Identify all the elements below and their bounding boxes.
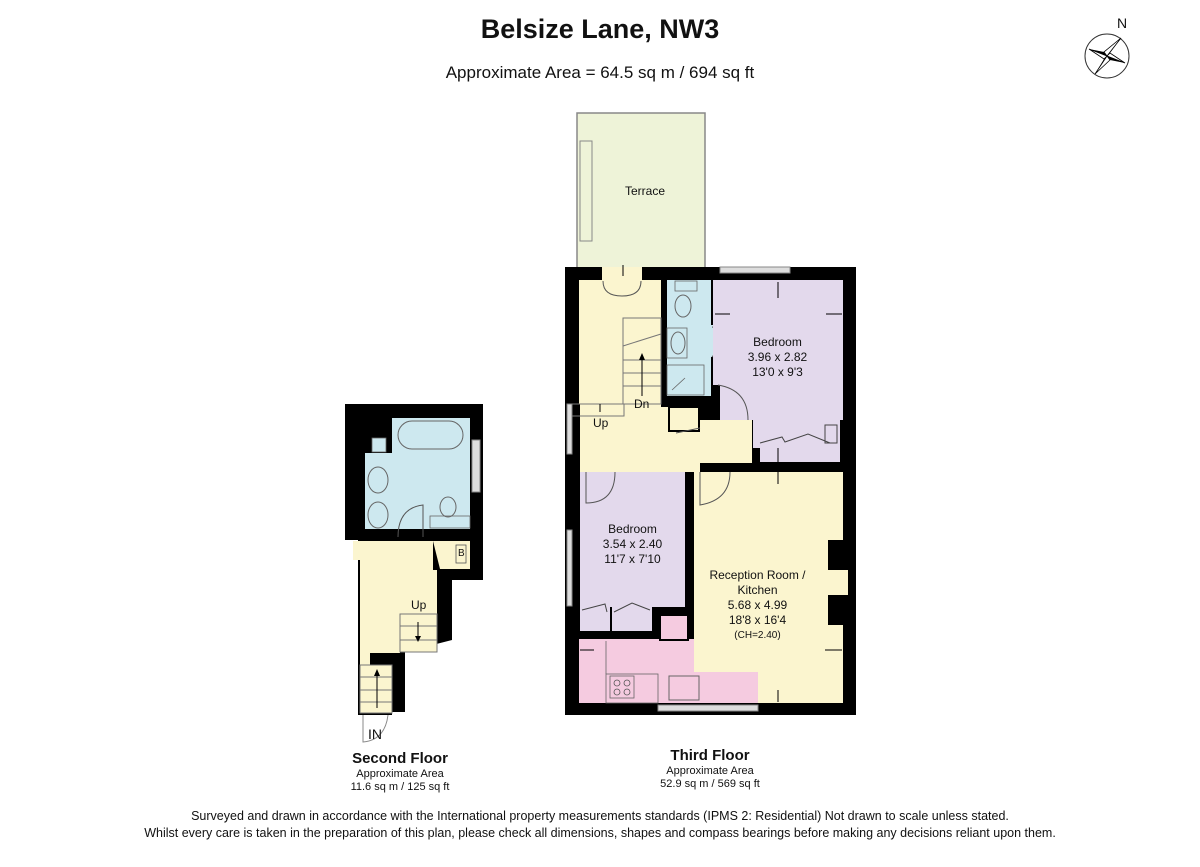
entrance-label: IN xyxy=(368,726,382,742)
terrace-area xyxy=(576,112,706,271)
reception-name-line1: Reception Room / xyxy=(709,568,806,582)
bedroom-2-label: Bedroom 3.54 x 2.40 11'7 x 7'10 xyxy=(590,522,675,567)
bedroom-1-dims-m: 3.96 x 2.82 xyxy=(747,350,808,364)
reception-ceiling-height: (CH=2.40) xyxy=(734,630,781,641)
disclaimer-line-1: Surveyed and drawn in accordance with th… xyxy=(191,809,1009,823)
third-floor-area: 52.9 sq m / 569 sq ft xyxy=(660,778,760,790)
reception-room xyxy=(580,470,848,703)
second-floor-name: Second Floor xyxy=(352,750,448,767)
reception-room-label: Reception Room / Kitchen 5.68 x 4.99 18'… xyxy=(700,568,815,643)
terrace-label: Terrace xyxy=(624,184,665,198)
reception-dims-ft: 18'8 x 16'4 xyxy=(728,613,787,627)
reception-name-line2: Kitchen xyxy=(737,583,778,597)
kitchen-area xyxy=(579,614,759,712)
second-floor-caption: Second Floor Approximate Area 11.6 sq m … xyxy=(330,750,470,794)
second-floor-area: 11.6 sq m / 125 sq ft xyxy=(350,781,450,793)
third-floor-caption: Third Floor Approximate Area 52.9 sq m /… xyxy=(640,747,780,791)
second-floor-bathroom xyxy=(365,418,481,538)
bedroom-2-dims-ft: 11'7 x 7'10 xyxy=(604,552,661,566)
bedroom-2-name: Bedroom xyxy=(608,522,657,536)
boiler-label: B xyxy=(458,548,465,559)
bedroom-2 xyxy=(566,471,685,631)
second-floor-area-label: Approximate Area xyxy=(356,768,444,780)
third-floor-area-label: Approximate Area xyxy=(666,765,754,777)
reception-dims-m: 5.68 x 4.99 xyxy=(727,598,788,612)
bedroom-2-dims-m: 3.54 x 2.40 xyxy=(602,537,663,551)
disclaimer: Surveyed and drawn in accordance with th… xyxy=(0,808,1200,842)
third-floor-name: Third Floor xyxy=(670,747,750,764)
plan-title: Belsize Lane, NW3 xyxy=(480,14,720,44)
total-area: Approximate Area = 64.5 sq m / 694 sq ft xyxy=(445,63,755,82)
bedroom-1-name: Bedroom xyxy=(753,335,802,349)
compass-rose-icon xyxy=(1084,33,1130,79)
shower-room xyxy=(666,280,725,396)
bedroom-1-dims-ft: 13'0 x 9'3 xyxy=(752,365,803,379)
disclaimer-line-2: Whilst every care is taken in the prepar… xyxy=(144,826,1056,840)
bedroom-1 xyxy=(713,266,843,462)
hallway xyxy=(566,265,752,472)
second-floor-hall xyxy=(353,541,470,743)
north-label: N xyxy=(1117,15,1128,31)
second-floor-stair-label: Up xyxy=(411,598,427,612)
bedroom-1-label: Bedroom 3.96 x 2.82 13'0 x 9'3 xyxy=(735,335,820,380)
third-floor-up-label: Up xyxy=(593,416,609,430)
third-floor-down-label: Dn xyxy=(634,397,650,411)
